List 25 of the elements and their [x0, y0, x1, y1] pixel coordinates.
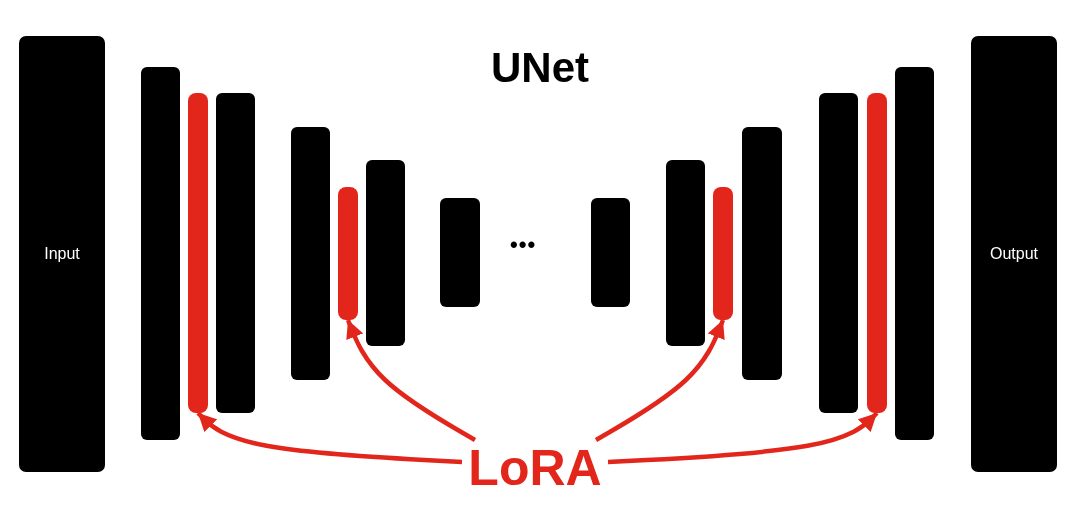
lora-adapter-bar: [188, 93, 208, 413]
block-label: Input: [44, 245, 80, 263]
arrow: [196, 411, 463, 465]
network-block: [819, 93, 858, 413]
callout-label: LoRA: [468, 439, 602, 497]
arrow: [345, 319, 477, 442]
ellipsis-label: •••: [510, 232, 537, 258]
layer-block: [19, 36, 105, 472]
network-block: [366, 160, 405, 346]
network-block: [216, 93, 255, 413]
layer-block: [971, 36, 1057, 472]
lora-adapter-bar: [867, 93, 887, 413]
arrow: [607, 411, 879, 465]
lora-adapter-bar: [713, 187, 733, 320]
network-block: [291, 127, 330, 380]
lora-adapter-bar: [338, 187, 358, 320]
title: UNet: [490, 44, 590, 92]
network-block: [591, 198, 630, 307]
network-block: [440, 198, 480, 307]
network-block: [895, 67, 934, 440]
block-label: Output: [990, 245, 1038, 263]
arrow: [594, 319, 726, 442]
network-block: [141, 67, 180, 440]
network-block: [666, 160, 705, 346]
network-block: [742, 127, 782, 380]
